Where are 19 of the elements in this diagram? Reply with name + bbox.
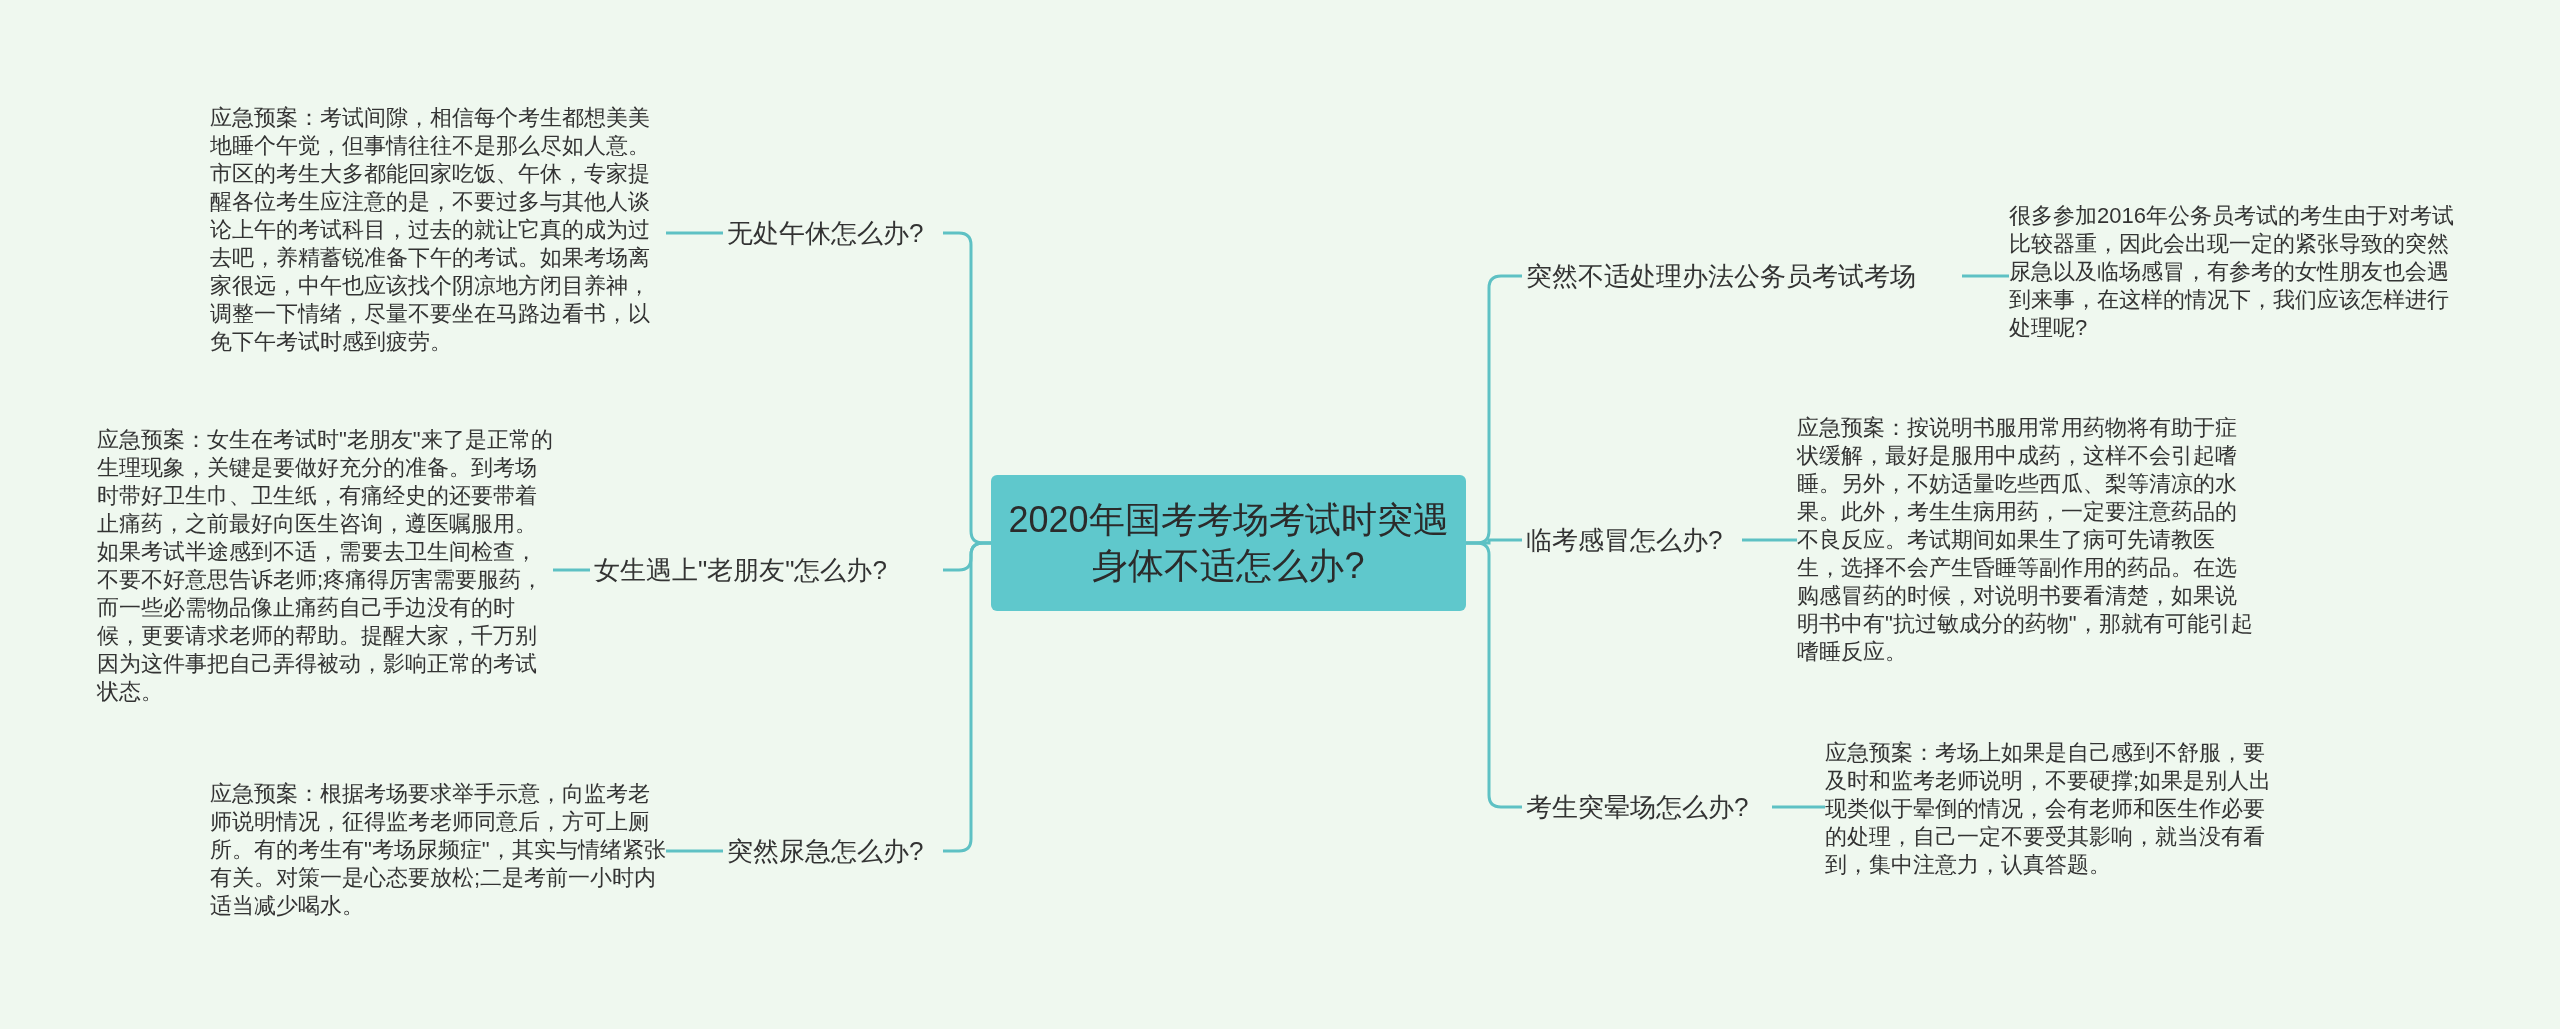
branch-label: 考生突晕场怎么办? <box>1522 787 1772 827</box>
topic-box: 2020年国考考场考试时突遇身体不适怎么办? <box>991 475 1466 611</box>
note-text: 应急预案：根据考场要求举手示意，向监考老师说明情况，征得监考老师同意后，方可上厕所。有的考生有"考场尿频症"，其实与情绪紧张有关。对策一是心态要放松;二是考前一小时内适当减少喝水。 <box>210 780 666 926</box>
branch-label: 临考感冒怎么办? <box>1522 520 1742 560</box>
connector-line <box>1742 538 1797 542</box>
note-text: 应急预案：考试间隙，相信每个考生都想美美地睡个午觉，但事情往往不是那么尽如人意。市区的考生大多都能回家吃饭、午休，专家提醒各位考生应注意的是，不要过多与其他人谈论上午的考试科目，过去的就让它真的成为过去吧，养精蓄锐准备下午的考试。如果考场离家很远，中午也应该找个阴凉地方闭目养神，调整一下情绪，尽量不要坐在马路边看书，以免下午考试时感到疲劳。 <box>210 104 666 364</box>
branch-label: 女生遇上"老朋友"怎么办? <box>590 550 943 590</box>
connector-line <box>666 231 723 235</box>
note-text: 很多参加2016年公务员考试的考生由于对考试比较器重，因此会出现一定的紧张导致的突然尿急以及临场感冒，有参考的女性朋友也会遇到来事，在这样的情况下，我们应该怎样进行处理呢? <box>2009 202 2465 348</box>
note-text: 应急预案：女生在考试时"老朋友"来了是正常的生理现象，关键是要做好充分的准备。到考场时带好卫生巾、卫生纸，有痛经史的还要带着止痛药，之前最好向医生咨询，遵医嘱服用。如果考试半途感到不适，需要去卫生间检查，不要不好意思告诉老师;疼痛得厉害需要服药，而一些必需物品像止痛药自己手边没有的时候，更要请求老师的帮助。提醒大家，千万别因为这件事把自己弄得被动，影响正常的考试状态。 <box>97 426 553 716</box>
connector-line <box>666 849 723 853</box>
note-text: 应急预案：考场上如果是自己感到不舒服，要及时和监考老师说明，不要硬撑;如果是别人出现类似于晕倒的情况，会有老师和医生作必要的处理，自己一定不要受其影响，就当没有看到，集中注意力，认真答题。 <box>1825 739 2281 885</box>
branch-label: 突然不适处理办法公务员考试考场 <box>1522 256 1962 296</box>
connector-line <box>1962 274 2009 278</box>
connector-line <box>1772 805 1825 809</box>
connector-line <box>553 568 590 572</box>
branch-label: 突然尿急怎么办? <box>723 831 943 871</box>
branch-label: 无处午休怎么办? <box>723 213 943 253</box>
note-text: 应急预案：按说明书服用常用药物将有助于症状缓解，最好是服用中成药，这样不会引起嗜睡。另外，不妨适量吃些西瓜、梨等清凉的水果。此外，考生生病用药，一定要注意药品的不良反应。考试期间如果生了病可先请教医生，选择不会产生昏睡等副作用的药品。在选购感冒药的时候，对说明书要看清楚，如果说明书中有"抗过敏成分的药物"，那就有可能引起嗜睡反应。 <box>1797 414 2253 674</box>
